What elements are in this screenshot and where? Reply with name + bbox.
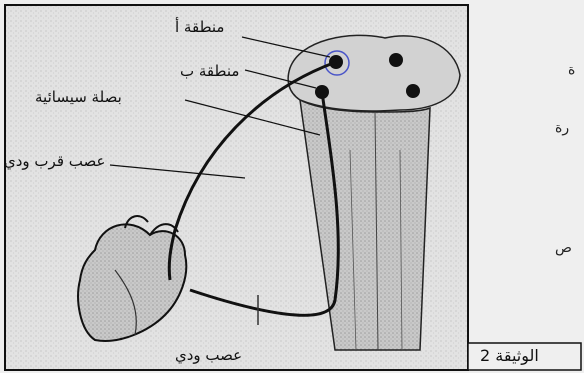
sympathetic-nerve-label: عصب ودي bbox=[175, 346, 242, 364]
bg-fragment: ة bbox=[568, 62, 575, 78]
synaptic-bulb-label: بصلة سيسائية bbox=[35, 88, 122, 106]
bg-fragment: ص bbox=[555, 240, 572, 256]
document-tag: الوثيقة 2 bbox=[480, 346, 539, 365]
right-nucleus bbox=[406, 84, 420, 98]
upper-right-nucleus bbox=[389, 53, 403, 67]
spinal-cord-top bbox=[288, 35, 460, 111]
zone-b-label: منطقة ب bbox=[180, 62, 239, 80]
bg-fragment: رة bbox=[555, 120, 569, 136]
zone-a-label: منطقة أ bbox=[175, 18, 224, 36]
parasympathetic-nerve-label: عصب قرب ودي bbox=[4, 152, 105, 170]
